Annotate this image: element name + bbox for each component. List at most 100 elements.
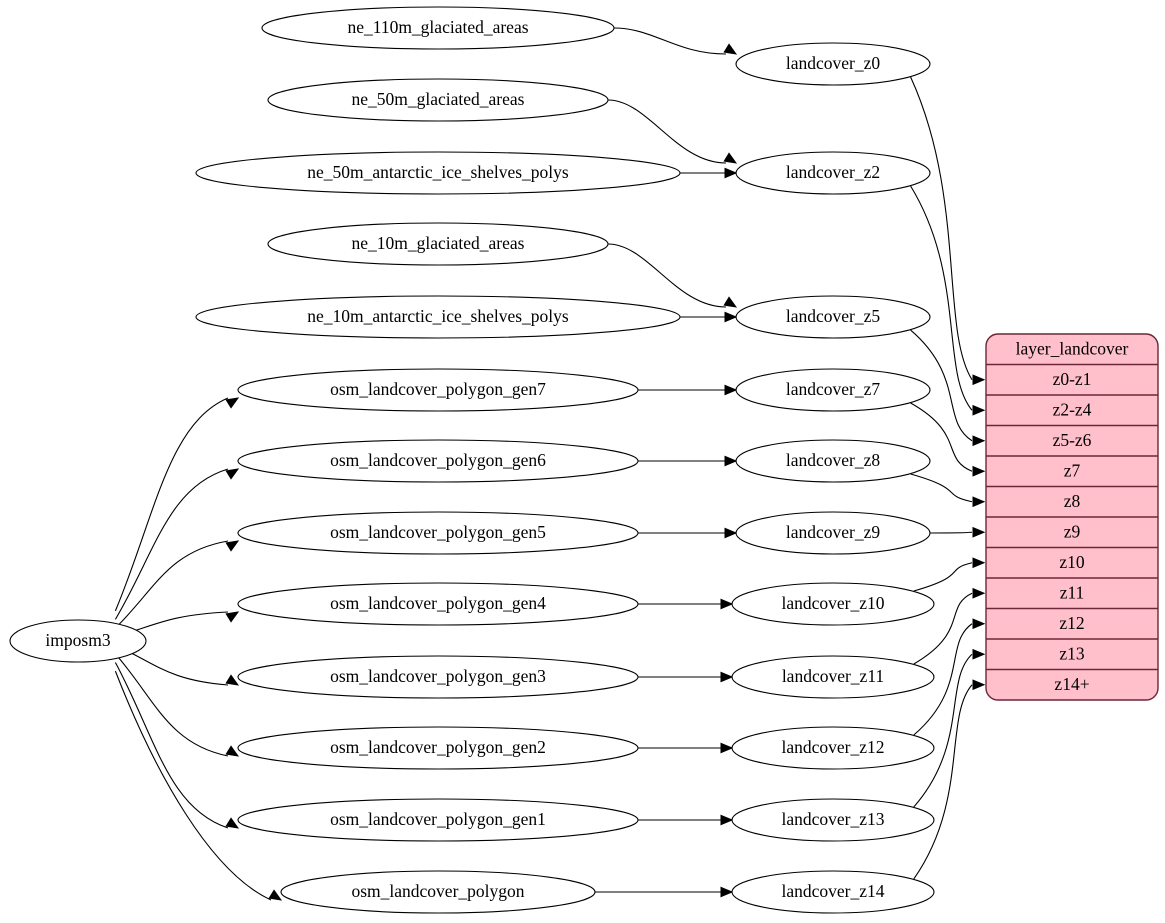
node-label: ne_10m_glaciated_areas <box>352 233 525 253</box>
edge-arrowhead <box>972 618 986 630</box>
edge-imposm3-osm_landcover_polygon_gen6 <box>114 468 229 620</box>
edge-landcover_z8-table-z8 <box>910 473 973 503</box>
edge-arrowhead <box>225 674 240 686</box>
node-ne_10m_glaciated_areas[interactable]: ne_10m_glaciated_areas <box>267 222 609 266</box>
node-label: landcover_z13 <box>781 809 884 829</box>
table-header: layer_landcover <box>1016 338 1129 358</box>
node-shape <box>237 439 639 483</box>
edge-landcover_z7-table-z7 <box>910 402 973 472</box>
node-landcover_z11[interactable]: landcover_z11 <box>731 655 935 699</box>
node-label: osm_landcover_polygon_gen1 <box>330 809 546 829</box>
table-row-z10[interactable]: z10 <box>1059 552 1085 572</box>
edge-arrowhead <box>972 435 986 447</box>
node-osm_landcover_polygon[interactable]: osm_landcover_polygon <box>280 870 596 914</box>
edge-ne_110m_glaciated_areas-landcover_z0 <box>613 27 727 55</box>
node-landcover_z13[interactable]: landcover_z13 <box>731 798 935 842</box>
node-landcover_z9[interactable]: landcover_z9 <box>735 511 931 555</box>
table-row-z8[interactable]: z8 <box>1064 491 1081 511</box>
node-imposm3[interactable]: imposm3 <box>9 619 147 663</box>
edge-arrowhead <box>972 648 986 660</box>
node-osm_landcover_polygon_gen2[interactable]: osm_landcover_polygon_gen2 <box>237 726 639 770</box>
table-row-z0-z1[interactable]: z0-z1 <box>1053 369 1092 389</box>
node-label: landcover_z5 <box>786 306 881 326</box>
edge-arrowhead <box>724 167 738 179</box>
edge-arrowhead <box>268 889 283 901</box>
edge-arrowhead <box>723 43 738 55</box>
node-label: landcover_z10 <box>781 593 884 613</box>
table-row-z5-z6[interactable]: z5-z6 <box>1053 430 1092 450</box>
table-row-z13[interactable]: z13 <box>1059 643 1085 663</box>
node-osm_landcover_polygon_gen4[interactable]: osm_landcover_polygon_gen4 <box>237 582 639 626</box>
node-osm_landcover_polygon_gen3[interactable]: osm_landcover_polygon_gen3 <box>237 655 639 699</box>
node-ne_110m_glaciated_areas[interactable]: ne_110m_glaciated_areas <box>261 6 615 50</box>
node-landcover_z10[interactable]: landcover_z10 <box>731 582 935 626</box>
node-shape <box>735 368 931 412</box>
edge-arrowhead <box>723 152 738 164</box>
edge-arrowhead <box>724 384 738 396</box>
node-shape <box>267 222 609 266</box>
node-shape <box>261 6 615 50</box>
node-label: osm_landcover_polygon_gen6 <box>330 450 546 470</box>
layer-landcover-table[interactable]: layer_landcover z0-z1 z2-z4 z5-z6 z7 z8 z9 z10 z… <box>985 333 1159 701</box>
node-ne_10m_antarctic_ice_shelves_polys[interactable]: ne_10m_antarctic_ice_shelves_polys <box>195 295 681 339</box>
node-osm_landcover_polygon_gen1[interactable]: osm_landcover_polygon_gen1 <box>237 798 639 842</box>
node-ne_50m_glaciated_areas[interactable]: ne_50m_glaciated_areas <box>267 78 609 122</box>
node-shape <box>9 619 147 663</box>
node-label: landcover_z14 <box>781 881 884 901</box>
node-landcover_z7[interactable]: landcover_z7 <box>735 368 931 412</box>
node-osm_landcover_polygon_gen5[interactable]: osm_landcover_polygon_gen5 <box>237 511 639 555</box>
table-row-z2-z4[interactable]: z2-z4 <box>1053 399 1092 419</box>
table-row-z9[interactable]: z9 <box>1064 521 1081 541</box>
edge-landcover_z14-table-z14+ <box>913 684 973 880</box>
node-shape <box>237 726 639 770</box>
node-shape <box>735 295 931 339</box>
node-label: osm_landcover_polygon_gen7 <box>330 379 546 399</box>
node-shape <box>735 42 931 86</box>
edge-imposm3-osm_landcover_polygon_gen5 <box>115 540 229 629</box>
edge-arrowhead <box>972 587 986 599</box>
node-label: osm_landcover_polygon_gen3 <box>330 666 546 686</box>
node-label: landcover_z7 <box>786 379 881 399</box>
node-osm_landcover_polygon_gen7[interactable]: osm_landcover_polygon_gen7 <box>237 368 639 412</box>
edge-ne_10m_glaciated_areas-landcover_z5 <box>607 243 727 308</box>
node-label: osm_landcover_polygon_gen4 <box>330 593 546 613</box>
node-shape <box>195 295 681 339</box>
node-label: ne_50m_antarctic_ice_shelves_polys <box>307 162 569 182</box>
edge-landcover_z0-table-z0-z1 <box>910 76 973 381</box>
edge-ne_50m_glaciated_areas-landcover_z2 <box>607 99 727 164</box>
edges-layer <box>114 27 986 901</box>
node-landcover_z14[interactable]: landcover_z14 <box>731 870 935 914</box>
edge-arrowhead <box>225 611 240 623</box>
node-landcover_z8[interactable]: landcover_z8 <box>735 439 931 483</box>
node-label: ne_50m_glaciated_areas <box>352 89 525 109</box>
edge-arrowhead <box>972 496 986 508</box>
node-shape <box>731 655 935 699</box>
node-ne_50m_antarctic_ice_shelves_polys[interactable]: ne_50m_antarctic_ice_shelves_polys <box>195 151 681 195</box>
node-landcover_z5[interactable]: landcover_z5 <box>735 295 931 339</box>
node-shape <box>731 870 935 914</box>
table-row-z7[interactable]: z7 <box>1064 460 1081 480</box>
node-shape <box>237 582 639 626</box>
edge-landcover_z10-table-z10 <box>913 562 973 592</box>
edge-landcover_z2-table-z2-z4 <box>910 185 973 411</box>
node-shape <box>237 655 639 699</box>
edge-arrowhead <box>723 296 738 308</box>
table-row-z14+[interactable]: z14+ <box>1054 674 1089 694</box>
table-row-z12[interactable]: z12 <box>1059 613 1084 633</box>
node-osm_landcover_polygon_gen6[interactable]: osm_landcover_polygon_gen6 <box>237 439 639 483</box>
node-shape <box>731 798 935 842</box>
edge-landcover_z12-table-z12 <box>913 623 973 736</box>
edge-landcover_z9-table-z9 <box>929 531 973 534</box>
node-landcover_z0[interactable]: landcover_z0 <box>735 42 931 86</box>
node-shape <box>735 439 931 483</box>
table-row-z11[interactable]: z11 <box>1060 582 1085 602</box>
node-label: landcover_z11 <box>782 666 884 686</box>
edge-arrowhead <box>720 671 734 683</box>
node-landcover_z2[interactable]: landcover_z2 <box>735 151 931 195</box>
edge-arrowhead <box>225 745 240 757</box>
node-label: osm_landcover_polygon <box>351 881 524 901</box>
node-landcover_z12[interactable]: landcover_z12 <box>731 726 935 770</box>
node-shape <box>237 511 639 555</box>
nodes-layer: imposm3 ne_110m_glaciated_areas ne_50m_gla… <box>9 6 935 914</box>
